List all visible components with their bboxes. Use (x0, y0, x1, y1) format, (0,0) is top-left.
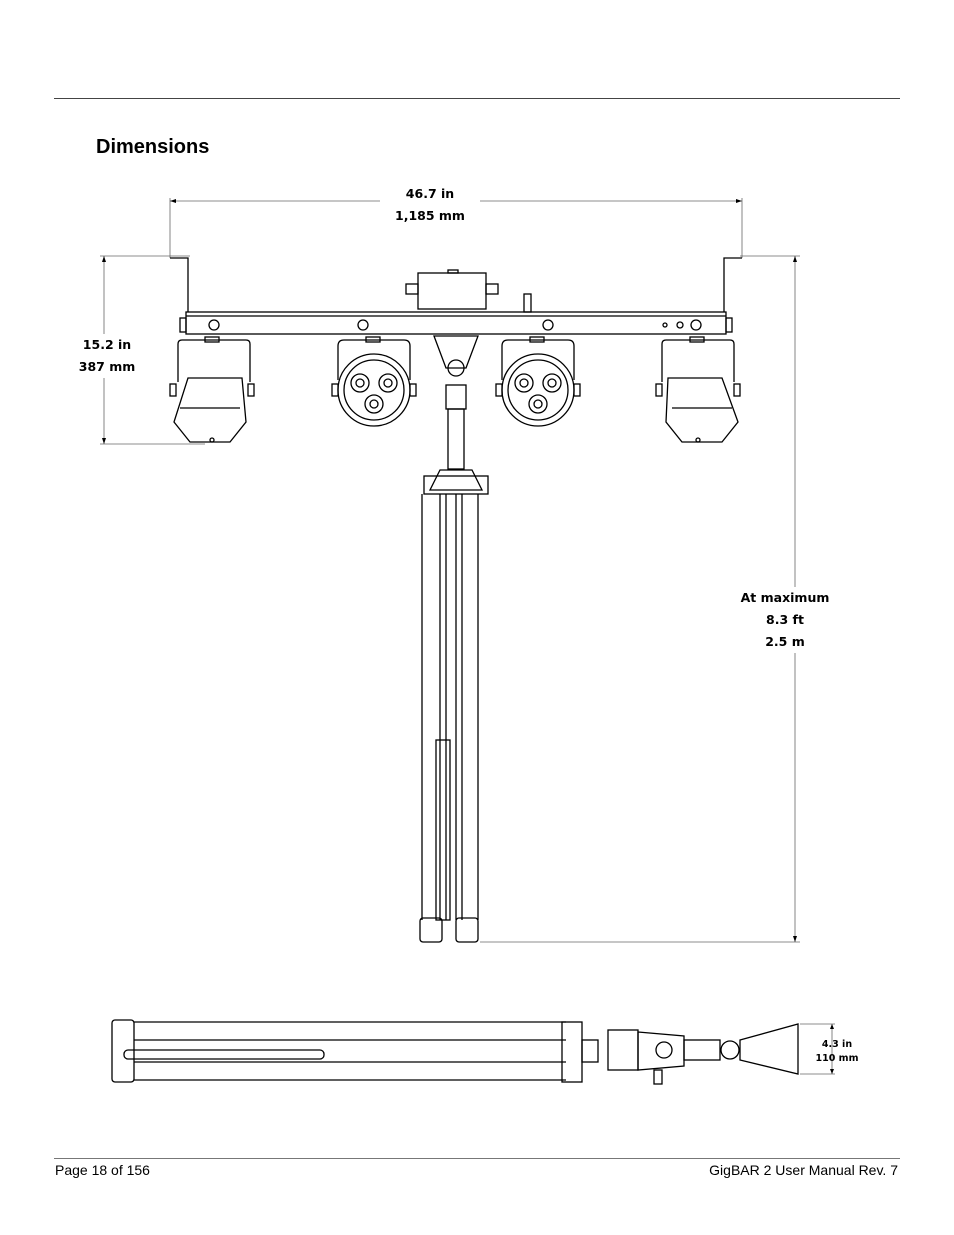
fixture-inner-left (331, 336, 417, 427)
tripod-stand (419, 335, 489, 943)
width-imperial: 46.7 in (405, 186, 455, 201)
fixture-outer-left (169, 336, 255, 443)
width-metric: 1,185 mm (395, 208, 465, 223)
dimension-arrows (102, 199, 834, 1074)
fixture-height-metric: 387 mm (78, 359, 136, 374)
footer-rule (54, 1158, 900, 1159)
max-height-label: At maximum 8.3 ft 2.5 m (735, 587, 835, 653)
light-bar (170, 257, 742, 335)
section-title: Dimensions (96, 136, 210, 158)
folded-view (111, 1019, 799, 1085)
folded-depth-label: 4.3 in 110 mm (812, 1038, 862, 1066)
max-height-qualifier: At maximum (740, 590, 830, 605)
width-dimension-label: 46.7 in 1,185 mm (380, 183, 480, 227)
page-number: Page 18 of 156 (55, 1162, 150, 1178)
max-height-imperial: 8.3 ft (766, 612, 804, 627)
fixture-outer-right (655, 336, 741, 443)
max-height-metric: 2.5 m (765, 634, 805, 649)
document-title: GigBAR 2 User Manual Rev. 7 (709, 1162, 898, 1178)
folded-depth-metric: 110 mm (815, 1053, 859, 1064)
folded-depth-imperial: 4.3 in (821, 1039, 853, 1050)
fixture-inner-right (495, 336, 581, 427)
fixture-height-label: 15.2 in 387 mm (72, 334, 142, 378)
fixture-height-imperial: 15.2 in (82, 337, 132, 352)
header-rule (54, 98, 900, 99)
